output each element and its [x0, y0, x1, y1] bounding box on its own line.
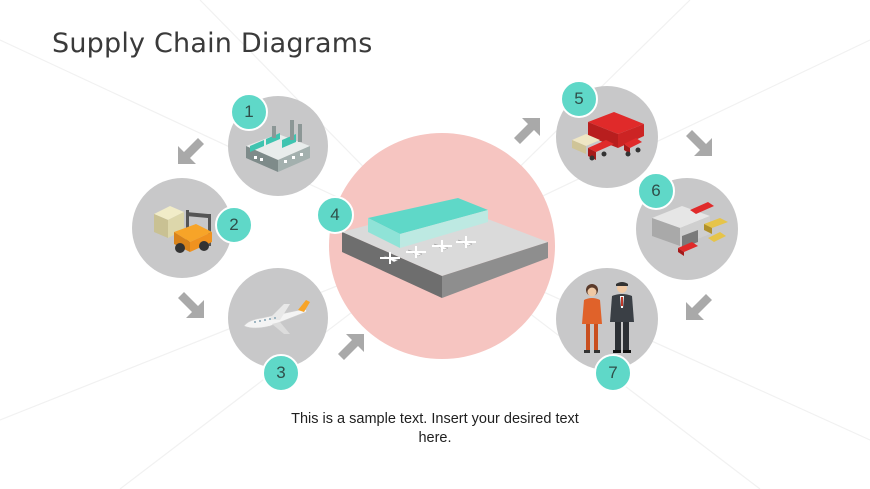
step-4-badge: 4	[316, 196, 354, 234]
step-5-badge: 5	[560, 80, 598, 118]
arrow-4-to-5	[514, 118, 540, 144]
arrow-5-to-6	[686, 130, 712, 156]
forklift-icon	[154, 206, 212, 253]
airplane-icon	[243, 300, 310, 334]
step-2-badge: 2	[215, 206, 253, 244]
warehouse-icon	[652, 202, 728, 256]
caption-text: This is a sample text. Insert your desir…	[291, 411, 579, 446]
page-title: Supply Chain Diagrams	[52, 28, 373, 59]
arrow-1-to-2	[178, 138, 204, 164]
airport-icon	[342, 198, 548, 298]
arrow-6-to-7	[686, 294, 712, 320]
step-6-badge: 6	[637, 172, 675, 210]
step-7-badge: 7	[594, 354, 632, 392]
step-3-badge: 3	[262, 354, 300, 392]
step-1-badge: 1	[230, 93, 268, 131]
factory-icon	[246, 120, 310, 172]
business-people-icon	[582, 282, 634, 353]
arrow-3-to-4	[338, 334, 364, 360]
delivery-trucks-icon	[572, 112, 644, 161]
step-7-circle	[556, 268, 658, 370]
arrow-2-to-3	[178, 292, 204, 318]
